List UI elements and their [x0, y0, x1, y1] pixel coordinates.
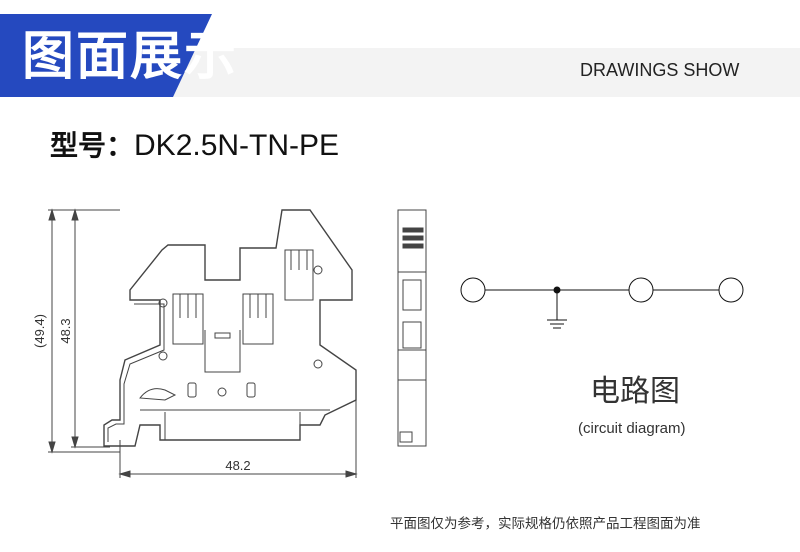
circuit-subtitle: (circuit diagram) — [578, 420, 686, 437]
disclaimer-note: 平面图仅为参考，实际规格仍依照产品工程图面为准 — [390, 516, 701, 532]
section-title: 图面展示 — [22, 27, 239, 87]
header-banner — [0, 14, 800, 97]
dim-width: 48.2 — [225, 458, 250, 473]
section-subtitle: DRAWINGS SHOW — [580, 60, 740, 80]
model-label: 型号： — [50, 129, 135, 162]
dim-height: 48.3 — [58, 318, 73, 343]
circuit-title: 电路图 — [590, 374, 680, 409]
dim-height-overall: (49.4) — [32, 314, 47, 348]
model-value: DK2.5N-TN-PE — [134, 129, 340, 162]
model-line: 型号：DK2.5N-TN-PE — [50, 124, 339, 164]
